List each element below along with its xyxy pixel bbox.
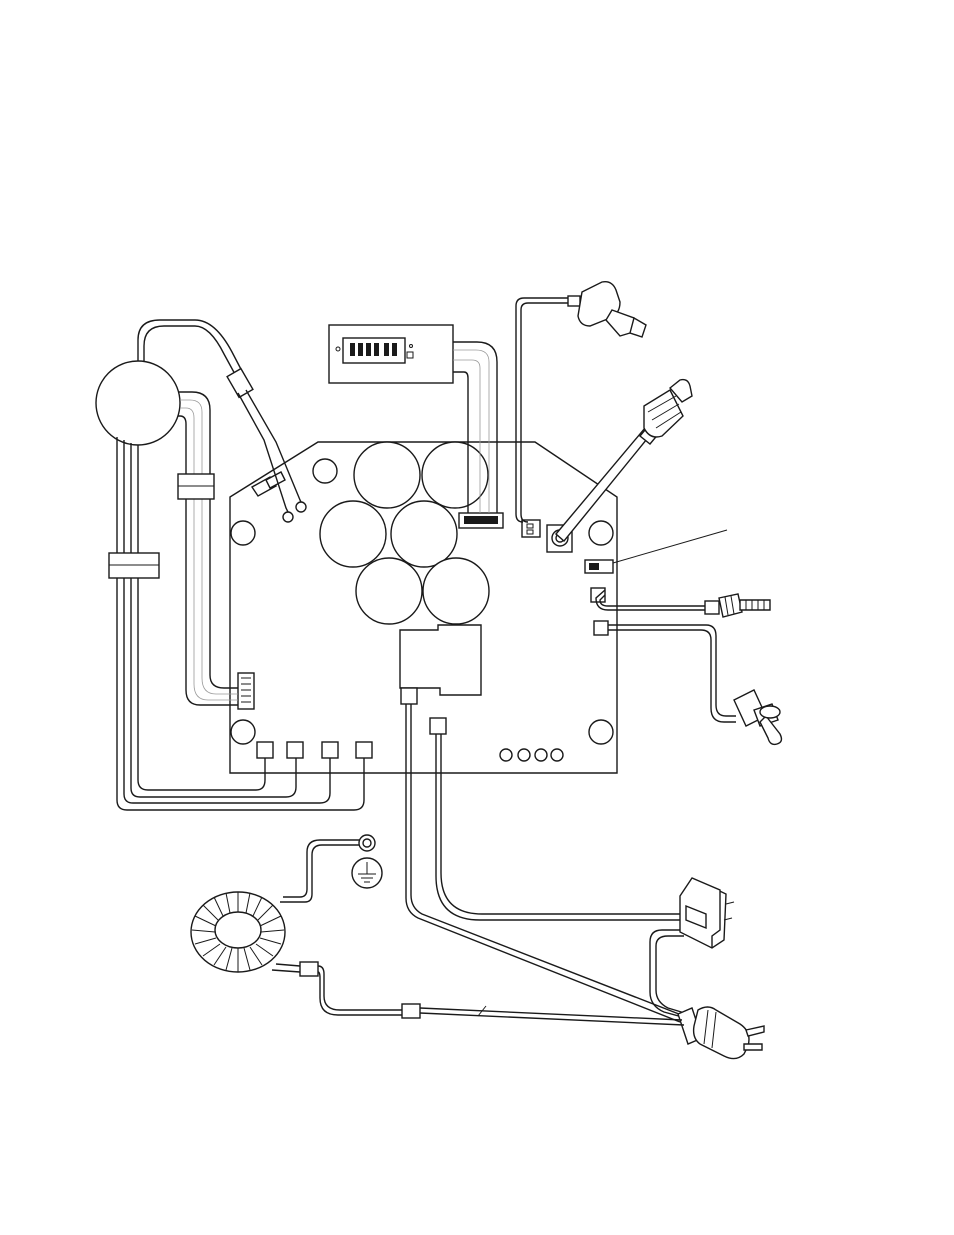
terminal-block [322, 742, 338, 758]
switch-connector [594, 621, 608, 635]
terminal-block [257, 742, 273, 758]
mounting-hole [313, 459, 337, 483]
power-plug [678, 1007, 764, 1059]
led-indicator [535, 749, 547, 761]
round-motor [96, 361, 180, 445]
heatsink [400, 625, 481, 695]
ground-symbol-icon [352, 858, 382, 888]
mounting-hole [231, 521, 255, 545]
capacitor [354, 442, 420, 508]
mounting-hole [231, 720, 255, 744]
power-terminal [430, 718, 446, 734]
circuit-board [230, 442, 617, 773]
capacitor [422, 442, 488, 508]
sensor-connector [591, 588, 605, 602]
led-indicator [551, 749, 563, 761]
display-module [329, 325, 453, 383]
toroid-transformer [191, 892, 285, 972]
terminal-block [287, 742, 303, 758]
thermistor-sensor [596, 590, 770, 617]
rocker-power-switch [680, 878, 734, 948]
capacitor [423, 558, 489, 624]
mounting-hole [589, 720, 613, 744]
capacitor [391, 501, 457, 567]
led-indicator [500, 749, 512, 761]
mounting-hole [589, 521, 613, 545]
ribbon-cable [178, 392, 238, 705]
capacitor [320, 501, 386, 567]
solder-post [283, 512, 293, 522]
terminal-block [356, 742, 372, 758]
toroid-lead-wire [272, 962, 684, 1025]
power-terminal [401, 688, 417, 704]
capacitor [356, 558, 422, 624]
temperature-probe [556, 380, 692, 541]
toggle-switch [608, 625, 781, 744]
led-indicator [518, 749, 530, 761]
solder-post [296, 502, 306, 512]
